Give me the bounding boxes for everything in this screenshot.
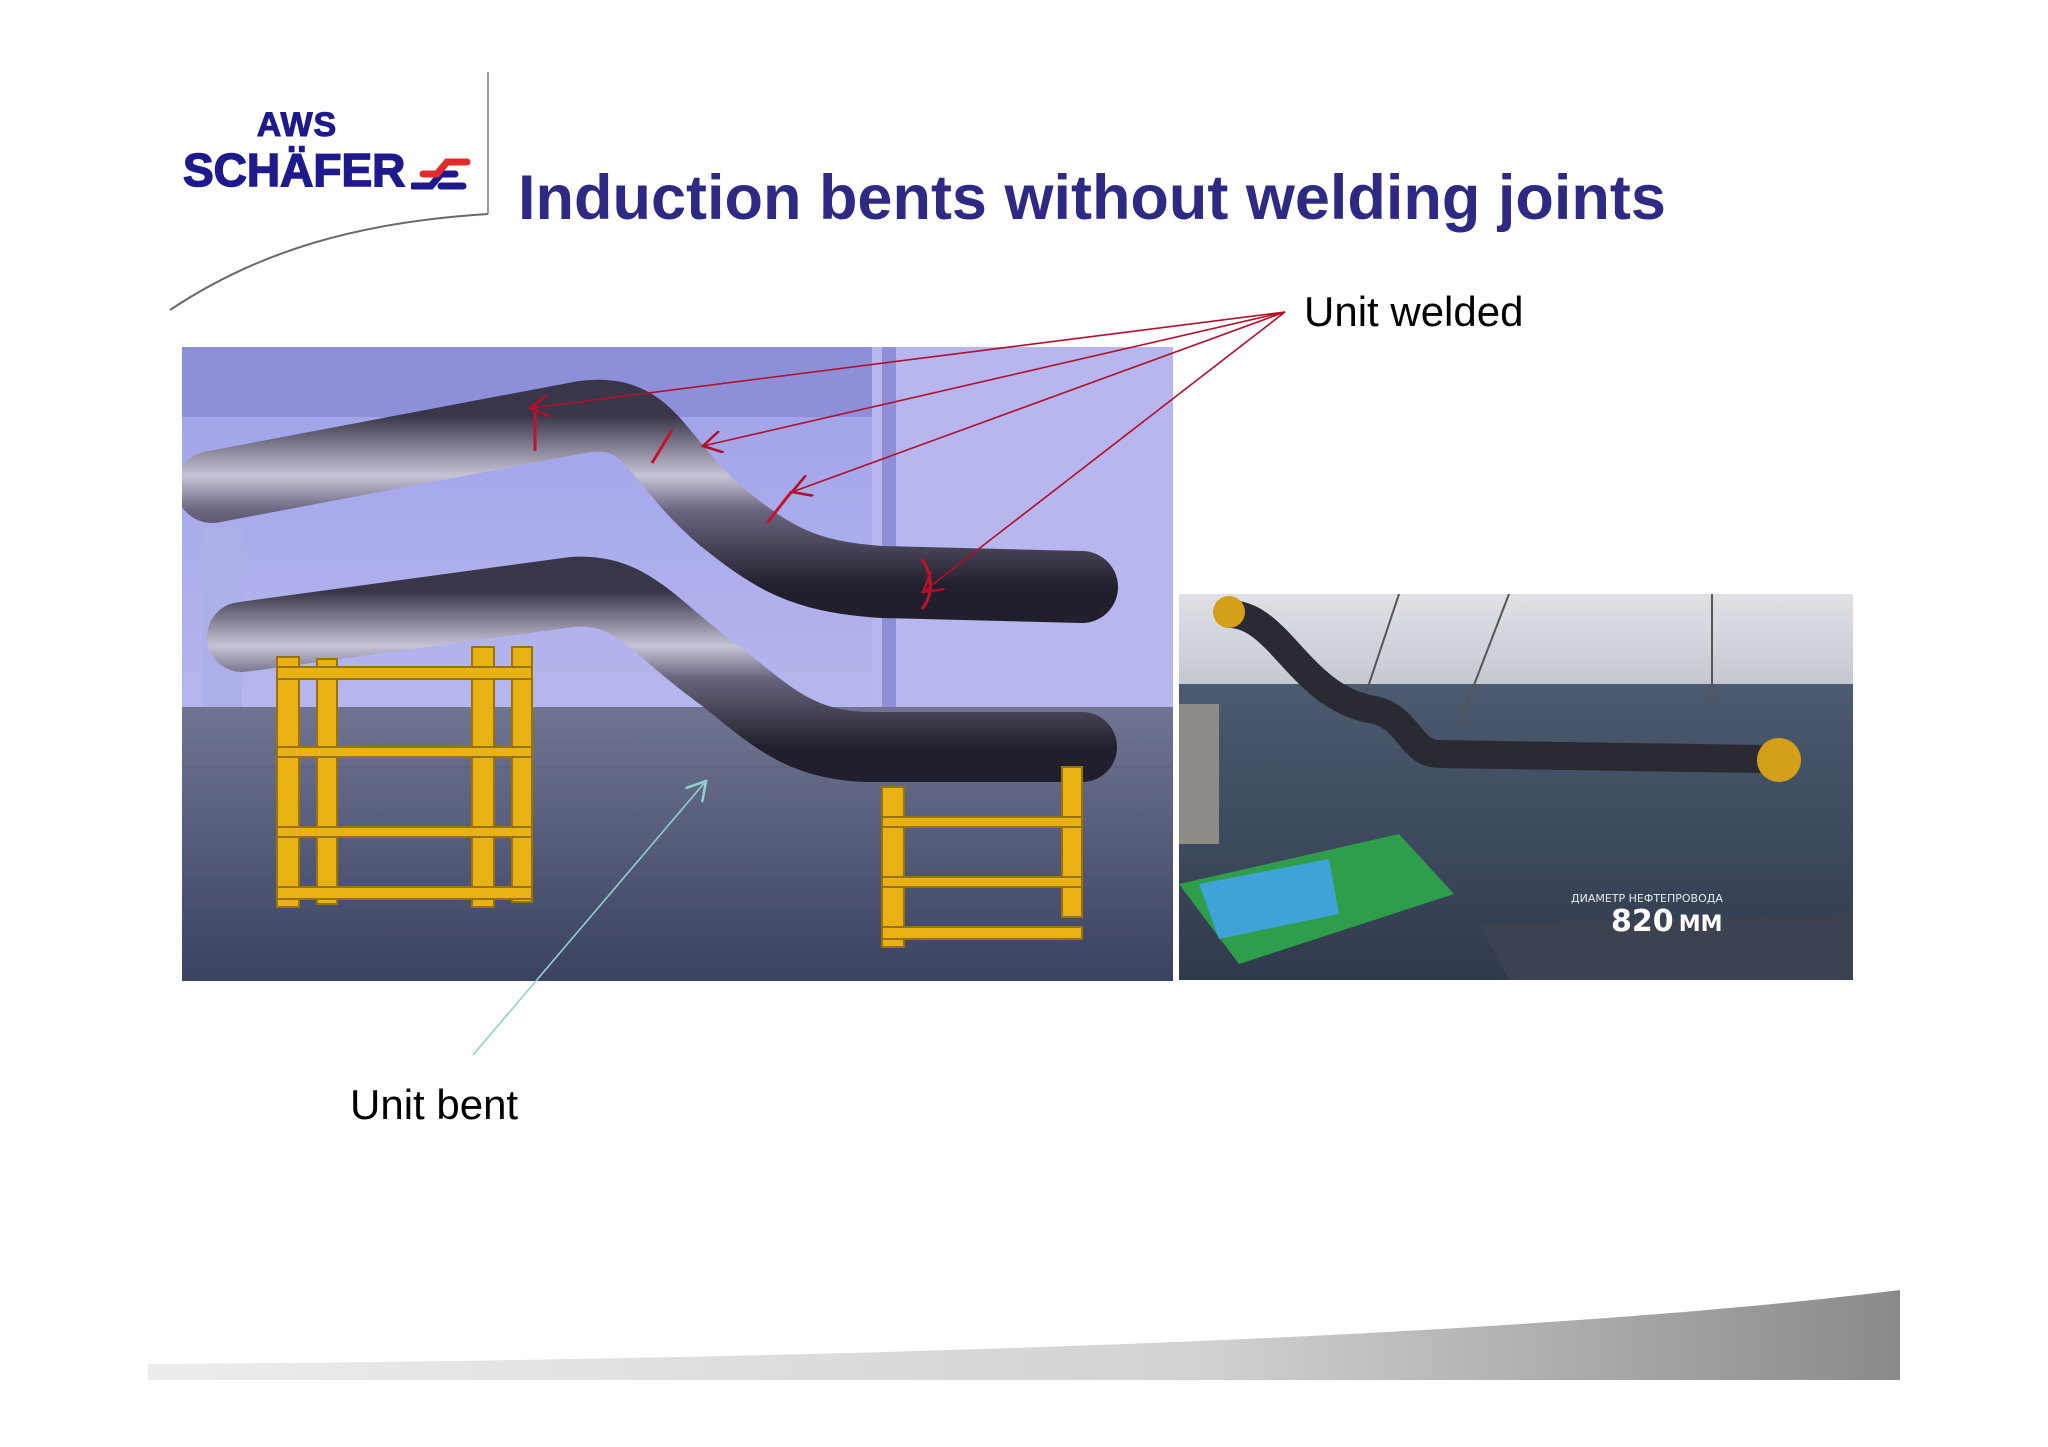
pipe-render-image xyxy=(182,347,1173,981)
bent-arrow xyxy=(472,781,706,1056)
welded-arrows xyxy=(530,311,1286,592)
offshore-lift-image: ДИАМЕТР НЕФТЕПРОВОДА 820 ММ xyxy=(1179,594,1853,980)
support-frame-right xyxy=(881,766,1083,948)
callout-unit-welded: Unit welded xyxy=(1304,288,1524,335)
logo-schaefer-text: SCHÄFER xyxy=(182,143,406,197)
photo-caption-value-group: 820 ММ xyxy=(1611,904,1723,939)
support-frame-left xyxy=(276,646,533,908)
photo-caption-label: ДИАМЕТР НЕФТЕПРОВОДА xyxy=(1571,892,1723,905)
logo-aws-text: AWS xyxy=(256,106,338,145)
photo-caption-value: 820 xyxy=(1611,904,1674,939)
logo-symbol-icon xyxy=(411,158,471,190)
photo-caption-unit: ММ xyxy=(1678,912,1723,937)
slide-title: Induction bents without welding joints xyxy=(518,163,1666,233)
callout-unit-bent: Unit bent xyxy=(350,1081,519,1128)
